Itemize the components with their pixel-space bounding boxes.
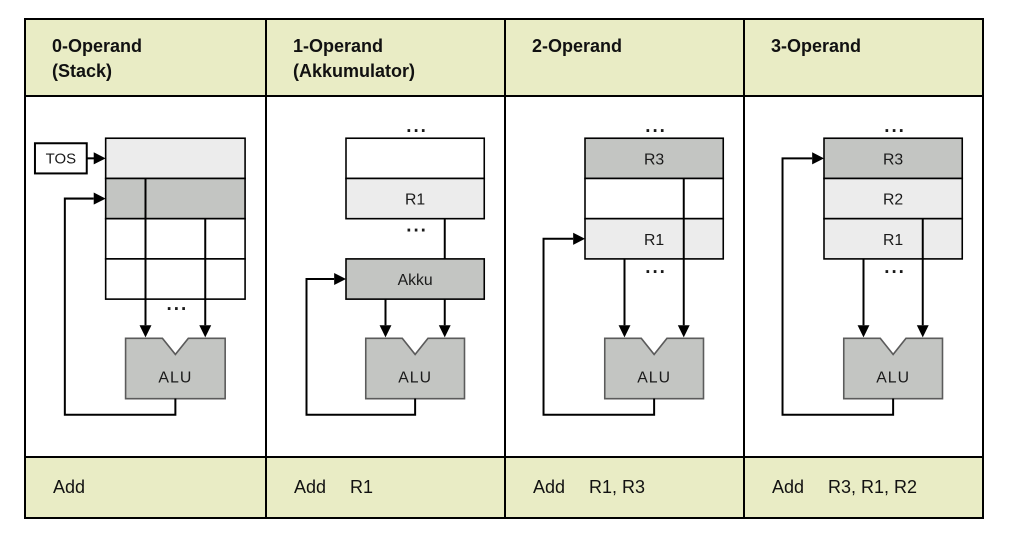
ellipsis-mid: ... — [406, 216, 428, 237]
writeback-path — [542, 237, 656, 416]
instruction-mnemonic: Add — [53, 477, 86, 497]
instruction-cell-accumulator: Add R1 — [265, 456, 504, 517]
register-label-r3: R3 — [883, 151, 903, 168]
ellipsis-top: ... — [406, 116, 428, 137]
ellipsis-bottom: ... — [645, 257, 667, 278]
register-label-r1: R1 — [405, 191, 425, 208]
accumulator-diagram-svg: ... R1 ... Akku ALU — [305, 116, 486, 416]
header-line2: (Akkumulator) — [293, 61, 416, 81]
instruction-operands: R3, R1, R2 — [828, 477, 918, 497]
tos-label: TOS — [46, 150, 76, 167]
alu-box — [364, 337, 466, 400]
register-cell-r3 — [584, 137, 725, 180]
writeback-path — [781, 157, 895, 416]
arrow-head-down — [857, 325, 870, 338]
writeback-path — [305, 278, 417, 416]
arrow-head-right — [93, 152, 106, 165]
stack-cell-2 — [104, 177, 246, 220]
arrow-head-down — [199, 325, 212, 338]
diagram-accumulator-architecture: ... R1 ... Akku ALU — [265, 97, 504, 456]
stack-cell-tos — [104, 137, 246, 180]
header-line1: 1-Operand — [293, 36, 384, 56]
instruction-cell-stack: Add — [26, 456, 265, 517]
instruction-cell-two-operand: Add R1, R3 — [504, 456, 743, 517]
instruction-mnemonic: Add — [294, 477, 327, 497]
arrow-head-down — [677, 325, 690, 338]
arrow-head-down — [916, 325, 929, 338]
alu-label: ALU — [398, 369, 432, 386]
instruction-cell-three-operand: Add R3, R1, R2 — [743, 456, 982, 517]
ellipsis-top: ... — [645, 116, 667, 137]
arrow-head-right — [812, 152, 824, 165]
column-header-2-operand: 2-Operand — [504, 20, 743, 97]
register-label-r3: R3 — [644, 151, 664, 168]
alu-box — [124, 337, 226, 400]
diagram-two-operand-architecture: ... R3 R1 ... ALU — [504, 97, 743, 456]
column-header-3-operand: 3-Operand — [743, 20, 982, 97]
register-cell-r1 — [345, 177, 486, 220]
header-line1: 3-Operand — [771, 36, 862, 56]
header-line1: 2-Operand — [532, 36, 623, 56]
instruction-mnemonic: Add — [772, 477, 805, 497]
arrow-head-down — [618, 325, 631, 338]
arrow-head-down — [139, 325, 152, 338]
alu-box — [842, 337, 944, 400]
alu-label: ALU — [637, 369, 671, 386]
ellipsis-bottom: ... — [166, 294, 188, 315]
alu-box — [603, 337, 705, 400]
register-cell-r2 — [823, 177, 964, 220]
register-cell-blank — [584, 177, 725, 220]
register-cell-r3 — [823, 137, 964, 180]
register-label-r2: R2 — [883, 191, 903, 208]
column-header-1-operand: 1-Operand (Akkumulator) — [265, 20, 504, 97]
writeback-path — [63, 197, 177, 416]
diagram-three-operand-architecture: ... R3 R2 R1 ... ALU — [743, 97, 982, 456]
ellipsis-top: ... — [884, 116, 906, 137]
tos-box — [33, 142, 88, 175]
arrow-head-down — [438, 325, 451, 338]
isa-comparison-table: 0-Operand (Stack) 1-Operand (Akkumulator… — [24, 18, 984, 519]
header-line1: 0-Operand — [52, 36, 143, 56]
ellipsis-bottom: ... — [884, 257, 906, 278]
instruction-mnemonic: Add — [533, 477, 566, 497]
alu-label: ALU — [876, 369, 910, 386]
three-operand-diagram-svg: ... R3 R2 R1 ... ALU — [781, 116, 964, 416]
diagram-stack-architecture: ... ALU TOS — [26, 97, 265, 456]
arrow-head-right — [334, 272, 346, 286]
register-cell-blank — [345, 137, 486, 180]
akku-box — [345, 258, 486, 300]
instruction-operands: R1, R3 — [589, 477, 646, 497]
column-header-0-operand: 0-Operand (Stack) — [26, 20, 265, 97]
register-cell-r1 — [823, 217, 964, 260]
two-operand-diagram-svg: ... R3 R1 ... ALU — [542, 116, 725, 416]
arrow-head-down — [379, 325, 392, 338]
arrow-head-right — [93, 192, 106, 205]
header-line2: (Stack) — [52, 61, 113, 81]
instruction-operands: R1 — [350, 477, 374, 497]
register-label-r1: R1 — [883, 232, 903, 249]
akku-label: Akku — [398, 272, 433, 289]
register-label-r1: R1 — [644, 232, 664, 249]
stack-cell-4 — [104, 258, 246, 300]
arrow-head-right — [573, 232, 585, 245]
stack-diagram-svg: ... ALU TOS — [33, 137, 246, 416]
alu-label: ALU — [158, 370, 192, 387]
stack-cell-3 — [104, 217, 246, 260]
